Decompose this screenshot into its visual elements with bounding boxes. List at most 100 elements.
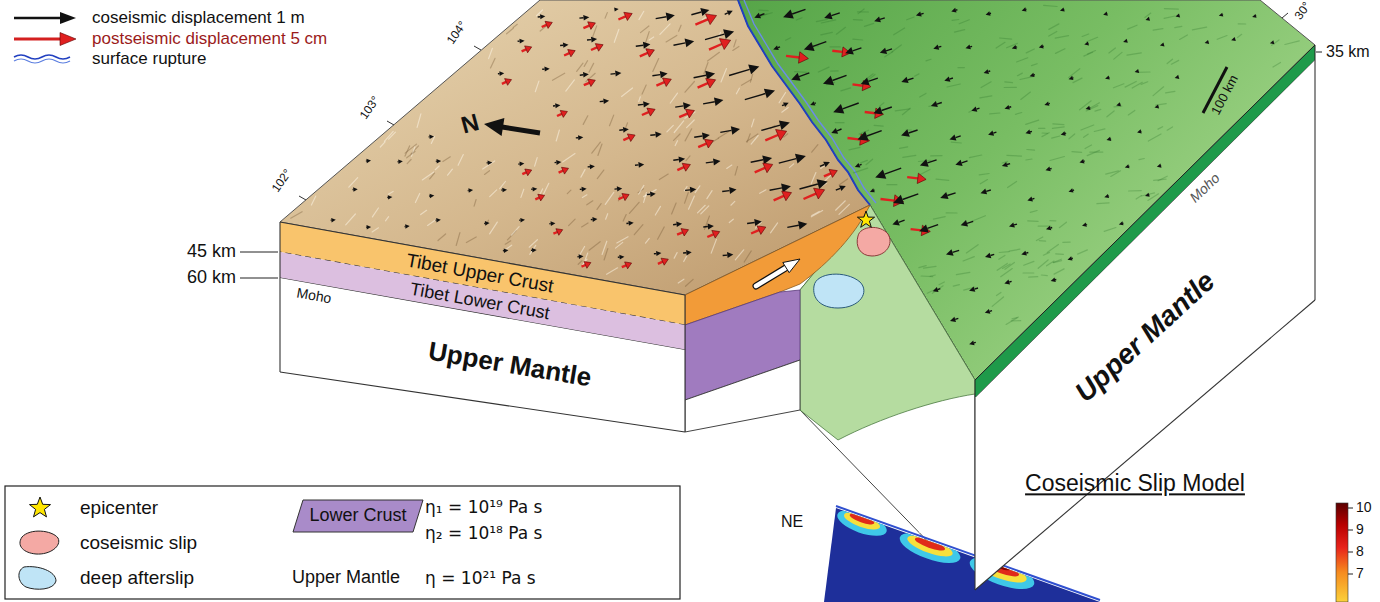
relief-stroke (535, 81, 539, 92)
relief-stroke (556, 130, 559, 141)
relief-stroke (483, 161, 495, 169)
slip-sample (20, 531, 59, 554)
graticule-label: 103° (357, 94, 382, 122)
coseismic-arrow-head (892, 219, 899, 225)
coseismic-arrow-head (617, 186, 622, 191)
coseismic-arrow-head (603, 98, 609, 104)
relief-stroke (1047, 261, 1054, 266)
relief-stroke (580, 247, 585, 256)
relief-stroke (1156, 104, 1167, 106)
coseismic-arrow-head (592, 217, 597, 222)
coseismic-arrow-head (955, 160, 962, 166)
postseismic-arrow-head (625, 262, 632, 269)
coseismic-arrow (991, 254, 995, 255)
coseismic-arrow-head (1002, 162, 1008, 167)
relief-stroke (644, 193, 647, 203)
coseismic-arrow (988, 70, 990, 72)
relief-stroke (980, 180, 987, 184)
relief-stroke (708, 52, 720, 61)
relief-stroke (835, 122, 844, 123)
viscosity-label: η = 10²¹ Pa s (425, 569, 536, 588)
relief-stroke (578, 261, 582, 265)
coseismic-arrow-head (1252, 14, 1257, 18)
colorbar-value: 9 (1356, 522, 1364, 537)
coseismic-arrow-head (901, 77, 908, 83)
relief-stroke (672, 203, 677, 214)
coseismic-arrow-head (685, 39, 695, 48)
coseismic-arrow (1049, 103, 1050, 105)
coseismic-arrow (626, 223, 628, 225)
relief-stroke (796, 18, 802, 20)
relief-stroke (639, 97, 641, 102)
relief-stroke (372, 208, 378, 217)
legend-swatch (0, 24, 80, 54)
relief-stroke (744, 251, 751, 262)
relief-stroke (1129, 190, 1142, 192)
coseismic-arrow (1026, 252, 1028, 254)
relief-stroke (563, 154, 575, 162)
coseismic-arrow-head (839, 186, 846, 192)
relief-stroke (1026, 49, 1034, 53)
postseismic-arrow (522, 172, 526, 174)
coseismic-arrow-head (817, 179, 828, 189)
relief-stroke (485, 171, 490, 175)
relief-stroke (1084, 52, 1093, 56)
postseismic-arrow-head (568, 50, 576, 57)
relief-stroke (892, 45, 902, 52)
relief-stroke (1026, 120, 1039, 124)
coseismic-arrow (975, 288, 979, 289)
relief-stroke (858, 11, 869, 12)
colorbar-value: 8 (1356, 544, 1364, 559)
coseismic-arrow (531, 188, 532, 190)
coseismic-arrow (831, 13, 839, 16)
depth-tick (240, 278, 278, 279)
coseismic-arrow-head (920, 159, 929, 167)
relief-stroke (311, 196, 315, 205)
postseismic-arrow-head (588, 79, 596, 86)
coseismic-arrow (579, 17, 583, 19)
legend-swatch (0, 493, 80, 523)
coseismic-arrow (974, 342, 976, 344)
coseismic-arrow (673, 224, 677, 226)
coseismic-arrow-head (727, 252, 733, 258)
coseismic-arrow-head (723, 29, 734, 39)
coseismic-arrow-head (961, 220, 968, 226)
relief-stroke (956, 272, 969, 274)
relief-stroke (821, 32, 833, 35)
relief-stroke (1164, 8, 1178, 10)
coseismic-arrow (673, 159, 679, 161)
relief-stroke (1128, 25, 1137, 29)
relief-stroke (947, 84, 960, 87)
relief-stroke (372, 228, 378, 232)
coseismic-arrow (860, 164, 862, 166)
coseismic-arrow (820, 165, 825, 167)
relief-stroke (979, 174, 989, 175)
relief-stroke (711, 239, 716, 253)
depth-label: 45 km (187, 242, 236, 262)
postseismic-arrow (677, 232, 683, 234)
coseismic-arrow-head (1105, 76, 1110, 80)
relief-stroke (407, 160, 411, 164)
relief-stroke (821, 162, 830, 168)
postseismic-arrow (911, 229, 922, 230)
relief-stroke (1167, 127, 1172, 130)
block-edge (279, 222, 280, 252)
arrow-sample (14, 17, 62, 20)
relief-stroke (1132, 82, 1142, 88)
coseismic-arrow-head (643, 101, 650, 107)
coseismic-arrow-head (1004, 280, 1010, 285)
coseismic-arrow (600, 101, 604, 103)
coseismic-arrow (950, 78, 953, 79)
relief-stroke (1095, 109, 1101, 111)
relief-stroke (553, 73, 565, 80)
postseismic-arrow-head (538, 194, 545, 201)
relief-stroke (1153, 29, 1163, 31)
legend-label: epicenter (80, 498, 158, 519)
coseismic-arrow (611, 73, 616, 75)
coseismic-arrow-head (331, 218, 336, 222)
relief-stroke (512, 227, 520, 236)
relief-stroke (629, 202, 639, 213)
postseismic-arrow-head (505, 79, 512, 86)
coseismic-arrow (986, 190, 991, 191)
coseismic-arrow (792, 9, 805, 14)
